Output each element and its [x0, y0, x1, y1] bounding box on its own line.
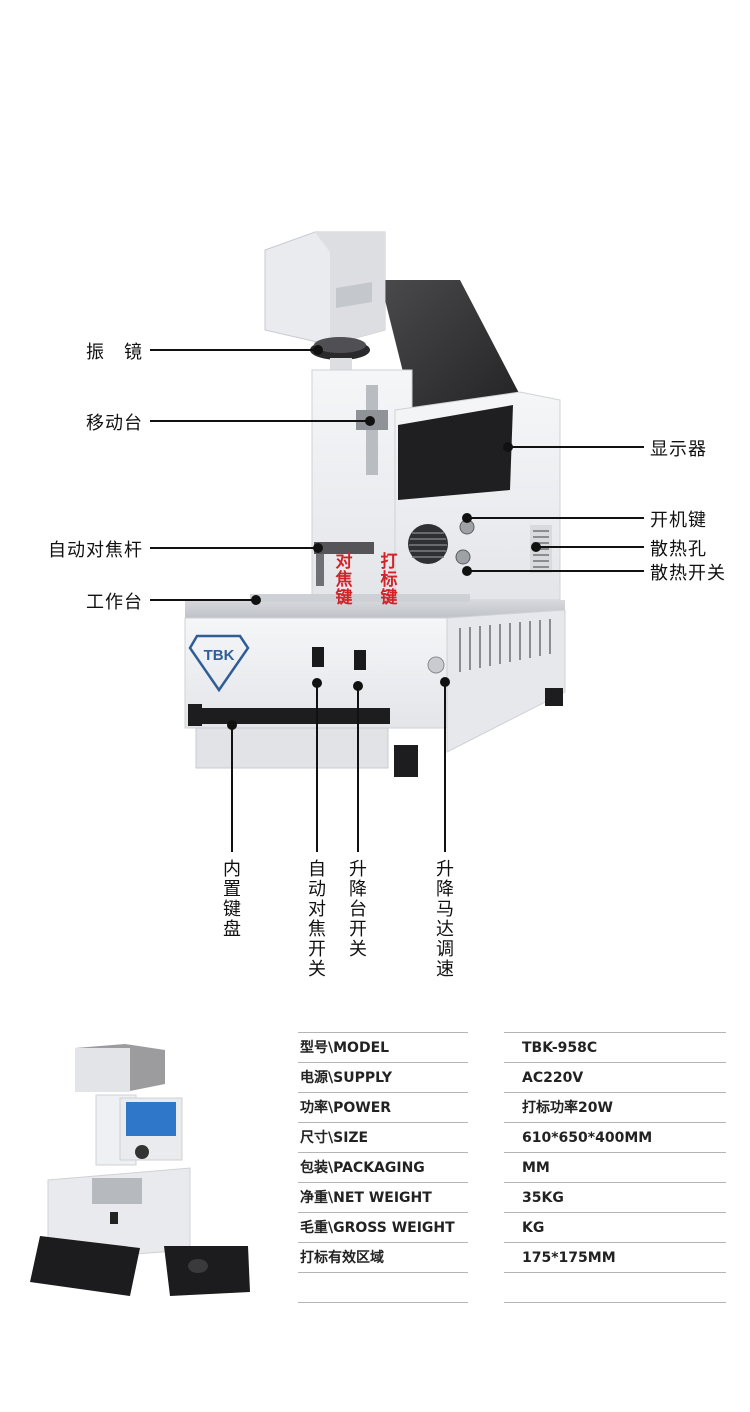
spec-key-empty	[298, 1272, 468, 1302]
spec-value: 35KG	[504, 1182, 726, 1212]
foot-right	[545, 688, 563, 706]
spec-row: 打标有效区域 175*175MM	[298, 1242, 728, 1272]
label-lift-motor-speed: 升降马达调速	[436, 859, 454, 980]
spec-divider	[298, 1302, 468, 1303]
label-mark-key: 打标键	[380, 552, 398, 608]
laser-head-grille	[336, 282, 372, 308]
thumb-screen	[126, 1102, 176, 1136]
label-keyboard: 内置键盘	[223, 859, 241, 940]
fan-switch	[455, 549, 471, 565]
label-autofocus-switch: 自动对焦开关	[308, 859, 326, 980]
spec-row: 包装\PACKAGING MM	[298, 1152, 728, 1182]
tbk-logo-text: TBK	[204, 647, 235, 664]
spec-value: 610*650*400MM	[504, 1122, 726, 1152]
callout-moving-stage: 移动台	[86, 413, 143, 434]
spec-table: 型号\MODEL TBK-958C 电源\SUPPLY AC220V 功率\PO…	[298, 1032, 728, 1303]
thumb-keyboard	[30, 1236, 140, 1296]
callout-worktable: 工作台	[86, 592, 143, 613]
thumb-speaker	[135, 1145, 149, 1159]
spec-key: 尺寸\SIZE	[298, 1122, 468, 1152]
callout-lines	[150, 345, 644, 852]
spec-row: 毛重\GROSS WEIGHT KG	[298, 1212, 728, 1242]
thumb-head	[75, 1048, 130, 1092]
spec-row: 功率\POWER 打标功率20W	[298, 1092, 728, 1122]
spec-row: 型号\MODEL TBK-958C	[298, 1032, 728, 1062]
spec-row: 电源\SUPPLY AC220V	[298, 1062, 728, 1092]
callout-power-key: 开机键	[650, 510, 707, 531]
spec-row: 尺寸\SIZE 610*650*400MM	[298, 1122, 728, 1152]
thumb-table	[92, 1178, 142, 1204]
spec-value: MM	[504, 1152, 726, 1182]
product-thumbnail	[30, 1044, 250, 1296]
lift-rocker	[354, 650, 366, 670]
callout-fan-switch: 散热开关	[650, 563, 726, 584]
label-focus-key: 对焦键	[335, 552, 353, 608]
autofocus-rod-leg	[316, 554, 324, 586]
callout-autofocus-rod: 自动对焦杆	[48, 540, 143, 561]
label-lift-switch: 升降台开关	[349, 859, 367, 960]
callout-display: 显示器	[650, 439, 707, 460]
spec-value: 175*175MM	[504, 1242, 726, 1272]
spec-key: 包装\PACKAGING	[298, 1152, 468, 1182]
spec-key: 净重\NET WEIGHT	[298, 1182, 468, 1212]
keyboard-tray	[195, 727, 389, 769]
worktable-surface	[250, 594, 470, 602]
spec-key: 型号\MODEL	[298, 1032, 468, 1062]
spec-value: TBK-958C	[504, 1032, 726, 1062]
base-side	[446, 609, 566, 753]
thumb-mousepad	[164, 1246, 250, 1296]
spec-value: KG	[504, 1212, 726, 1242]
spec-row-empty	[298, 1272, 728, 1302]
spec-row: 净重\NET WEIGHT 35KG	[298, 1182, 728, 1212]
spec-key: 电源\SUPPLY	[298, 1062, 468, 1092]
gantry-arm	[380, 280, 520, 420]
spec-key: 毛重\GROSS WEIGHT	[298, 1212, 468, 1242]
speed-knob	[427, 656, 445, 674]
product-diagram: TBK 振 镜 移动台 自动对焦杆 工作台 显示器 开机键 散热孔 散热开关	[48, 231, 726, 980]
spec-divider	[504, 1302, 726, 1303]
callout-galvo: 振 镜	[86, 342, 143, 363]
callout-vent: 散热孔	[650, 539, 707, 560]
spec-key: 打标有效区域	[298, 1242, 468, 1272]
foot-left	[188, 704, 202, 726]
thumb-mouse	[188, 1259, 208, 1273]
speaker-grille	[408, 524, 448, 564]
autofocus-rocker	[312, 647, 324, 667]
spec-key: 功率\POWER	[298, 1092, 468, 1122]
laser-machine-illustration: TBK	[150, 231, 644, 852]
galvo-lens-ring	[314, 337, 366, 353]
foot-front	[394, 745, 418, 777]
keyboard-drawer	[190, 708, 390, 724]
thumb-switch	[110, 1212, 118, 1224]
spec-value-empty	[504, 1272, 726, 1302]
spec-value: AC220V	[504, 1062, 726, 1092]
autofocus-rod	[314, 542, 374, 554]
spec-value: 打标功率20W	[504, 1092, 726, 1122]
display-screen	[398, 405, 513, 500]
tbk-logo-badge	[188, 634, 250, 693]
worktable-top	[185, 600, 565, 618]
